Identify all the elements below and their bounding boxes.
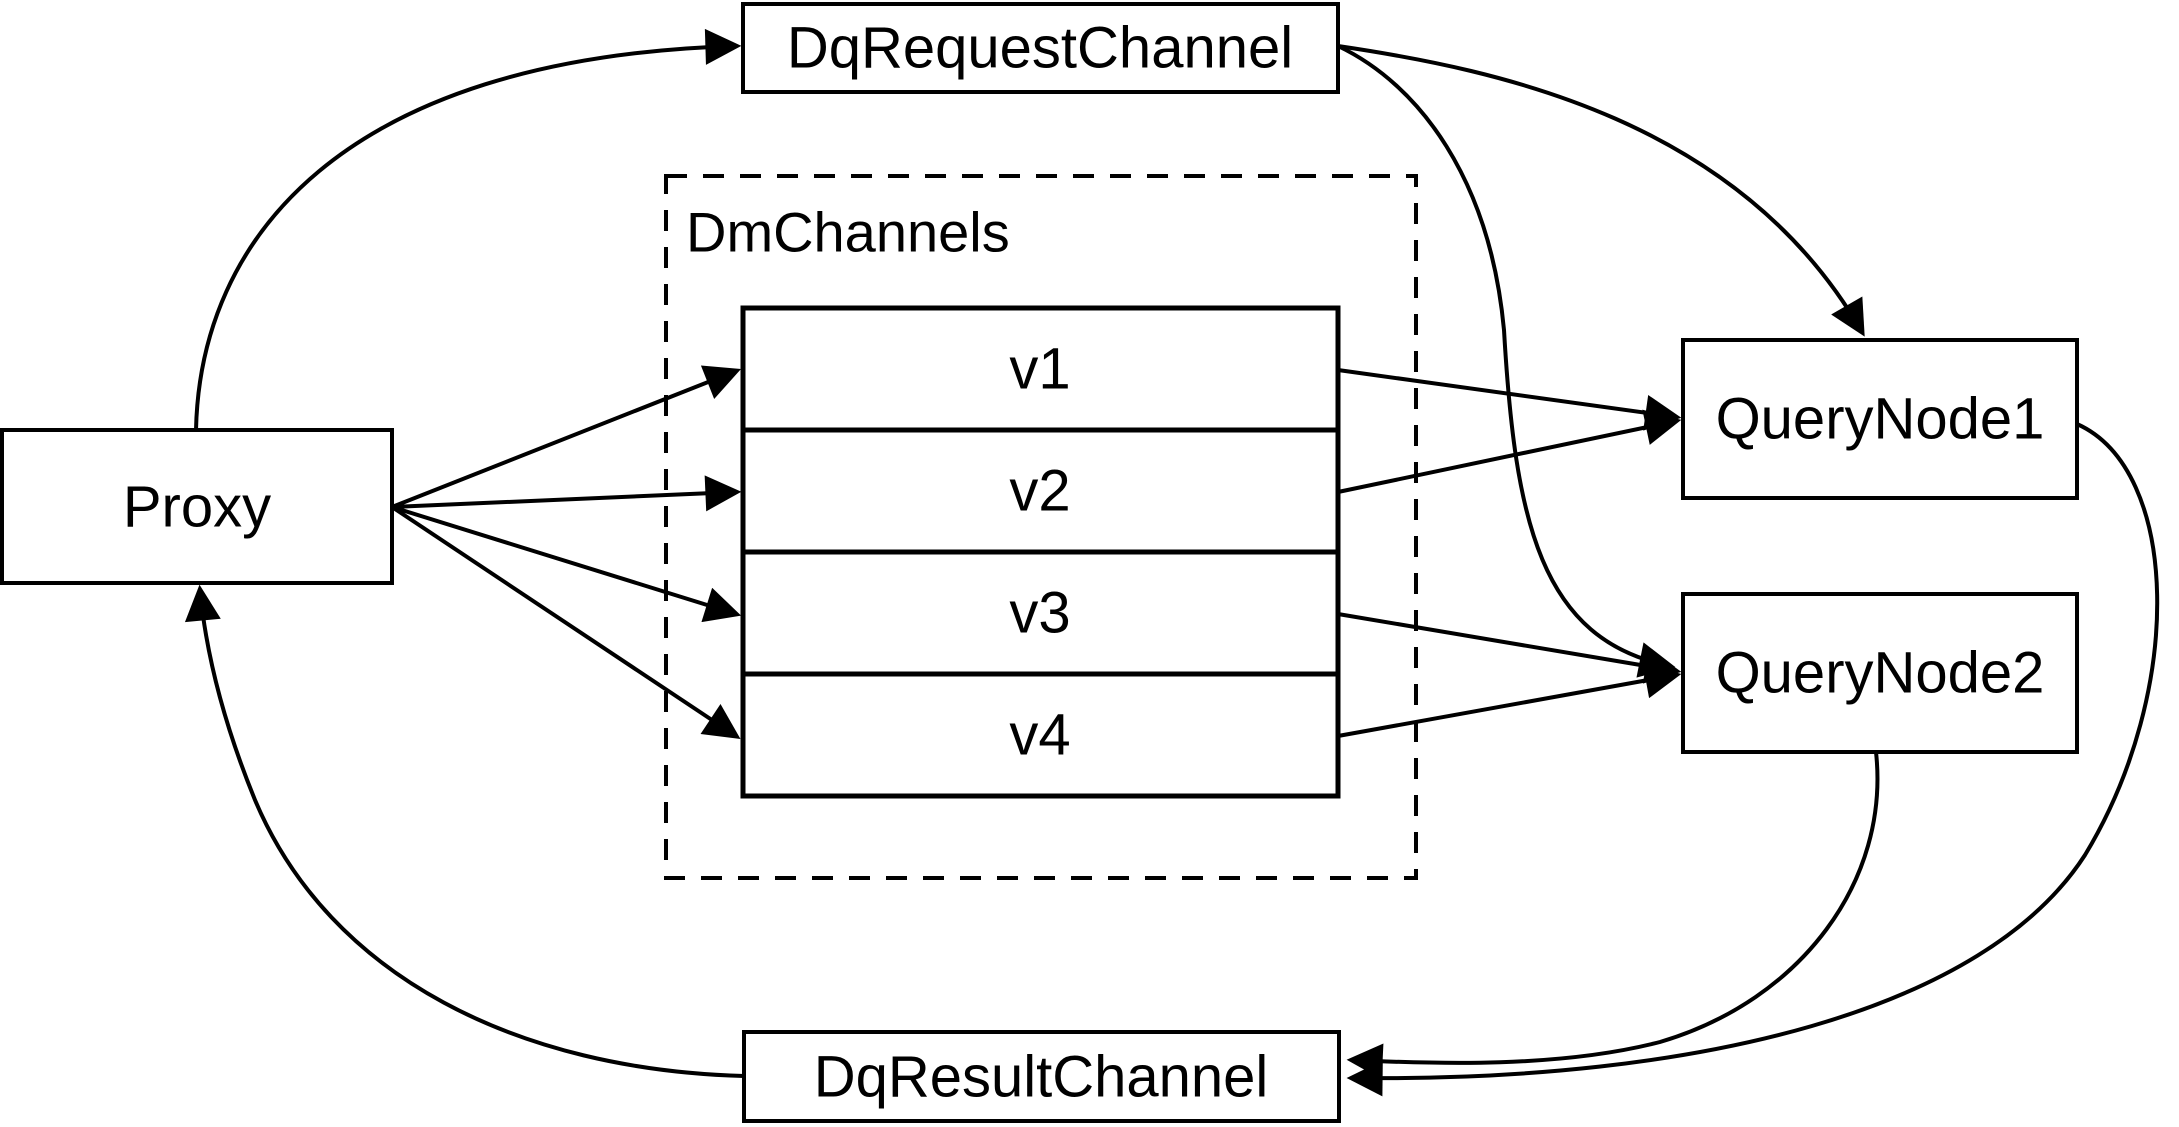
edge-v2-to-querynode1 [1337, 409, 1682, 494]
querynode2-box [1681, 592, 2079, 754]
dqresultchannel-box [742, 1030, 1341, 1123]
channel-v2-label: v2 [1009, 459, 1070, 524]
proxy-node: Proxy [0, 428, 394, 585]
dqrequestchannel-label: DqRequestChannel [787, 16, 1293, 81]
proxy-label: Proxy [123, 475, 271, 540]
edge-v3-to-querynode2 [1337, 612, 1682, 684]
dqrequestchannel-box [741, 2, 1340, 94]
edge-querynode2-to-dqresultchannel [1346, 751, 1880, 1080]
dqresultchannel-label: DqResultChannel [814, 1045, 1269, 1110]
querynode2-node: QueryNode2 [1681, 592, 2079, 754]
edge-proxy-to-v3 [391, 505, 742, 623]
channel-v4-label: v4 [1009, 703, 1070, 768]
dmchannels-dashed-border [664, 174, 1418, 880]
edge-proxy-to-v2 [391, 475, 742, 512]
edge-querynode1-to-dqresultchannel [1346, 422, 2160, 1097]
querynode2-label: QueryNode2 [1716, 641, 2045, 706]
edge-dqresultchannel-to-proxy [184, 584, 745, 1078]
dmchannels-group: DmChannels v1 v2 v3 v4 [664, 174, 1418, 880]
dqrequestchannel-node: DqRequestChannel [741, 2, 1340, 94]
edge-proxy-to-v4 [390, 505, 741, 739]
edge-v1-to-querynode1 [1337, 368, 1682, 431]
querynode1-label: QueryNode1 [1716, 387, 2045, 452]
dqresultchannel-node: DqResultChannel [742, 1030, 1341, 1123]
channel-v1-label: v1 [1009, 337, 1070, 402]
channel-v3-label: v3 [1009, 581, 1070, 646]
querynode1-node: QueryNode1 [1681, 338, 2079, 500]
dmchannels-label: DmChannels [686, 201, 1010, 264]
edges [184, 28, 2160, 1097]
querynode1-box [1681, 338, 2079, 500]
proxy-box [0, 428, 394, 585]
edge-proxy-to-v1 [391, 365, 742, 509]
edge-proxy-to-dqrequestchannel [194, 28, 742, 431]
edge-v4-to-querynode2 [1337, 662, 1682, 738]
edge-dqrequestchannel-to-querynode2 [1337, 44, 1676, 678]
edge-dqrequestchannel-to-querynode1 [1337, 44, 1865, 337]
